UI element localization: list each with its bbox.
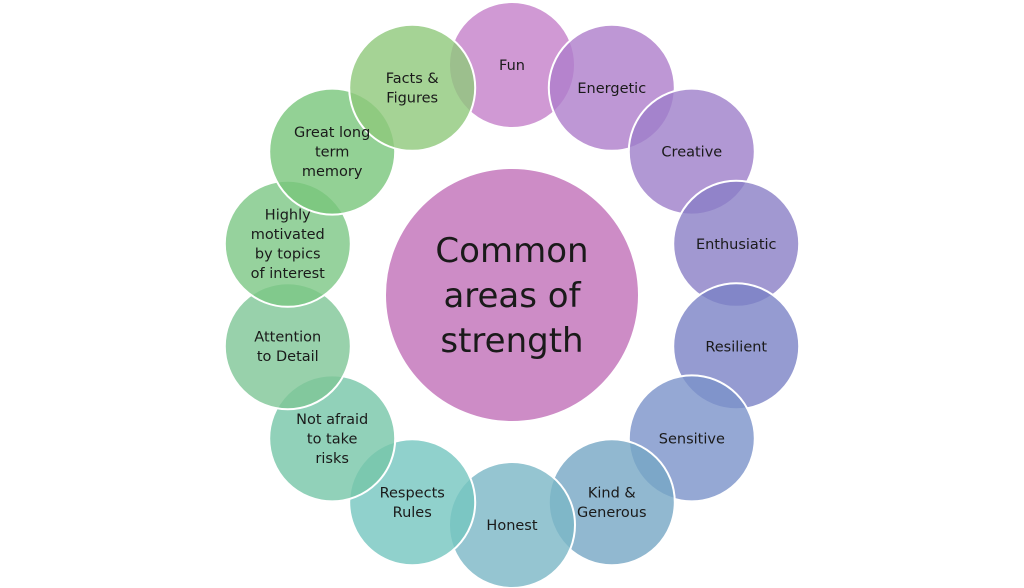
strength-label-group: Resilient	[705, 339, 767, 355]
strength-label: Enthusiatic	[696, 237, 777, 253]
strength-label-group: Sensitive	[659, 431, 725, 447]
strength-label: Kind &	[588, 486, 636, 502]
center-label: Common	[435, 231, 588, 271]
strength-label-group: Energetic	[577, 81, 646, 97]
strength-label: of interest	[251, 266, 326, 282]
strength-label-group: Great long term memory	[294, 125, 370, 180]
strength-label-group: Highly motivated by topics of interest	[251, 208, 326, 282]
strength-label: to Detail	[257, 349, 319, 365]
strength-label: Resilient	[705, 339, 767, 355]
center-circle	[384, 167, 640, 423]
strength-label: Facts &	[386, 71, 439, 87]
strength-label-group: Creative	[661, 145, 722, 161]
strength-label-group: Honest	[486, 518, 537, 534]
strength-label-group: Kind & Generous	[577, 486, 647, 522]
strength-label-group: Enthusiatic	[696, 237, 777, 253]
strength-label-group: Fun	[499, 58, 525, 74]
center-label: strength	[440, 321, 583, 361]
strength-label: Figures	[386, 91, 438, 107]
strength-label: motivated	[251, 227, 325, 243]
strength-label-group: Facts & Figures	[386, 71, 439, 107]
strength-label: Attention	[254, 330, 321, 346]
strength-label: Respects	[380, 486, 445, 502]
strength-label: to take	[307, 431, 358, 447]
center-label: areas of	[443, 276, 581, 316]
strength-label-group: Not afraid to take risks	[296, 412, 368, 467]
strength-label: risks	[315, 451, 349, 467]
strength-label-group: Attention to Detail	[254, 330, 321, 366]
strength-label: Energetic	[577, 81, 646, 97]
strength-label: Highly	[265, 208, 311, 224]
strength-label: Creative	[661, 145, 722, 161]
strength-label: memory	[302, 164, 363, 180]
strength-label: Sensitive	[659, 431, 725, 447]
center-node: Common areas of strength	[384, 167, 640, 423]
strength-label: by topics	[255, 247, 321, 263]
strength-label: Generous	[577, 505, 647, 521]
strength-label: Rules	[393, 505, 432, 521]
strength-label: Fun	[499, 58, 525, 74]
strength-node	[348, 23, 477, 152]
strength-label: Not afraid	[296, 412, 368, 428]
strength-label: Great long	[294, 125, 370, 141]
strength-label: Honest	[486, 518, 537, 534]
strength-label: term	[315, 145, 349, 161]
strength-circle	[348, 23, 477, 152]
